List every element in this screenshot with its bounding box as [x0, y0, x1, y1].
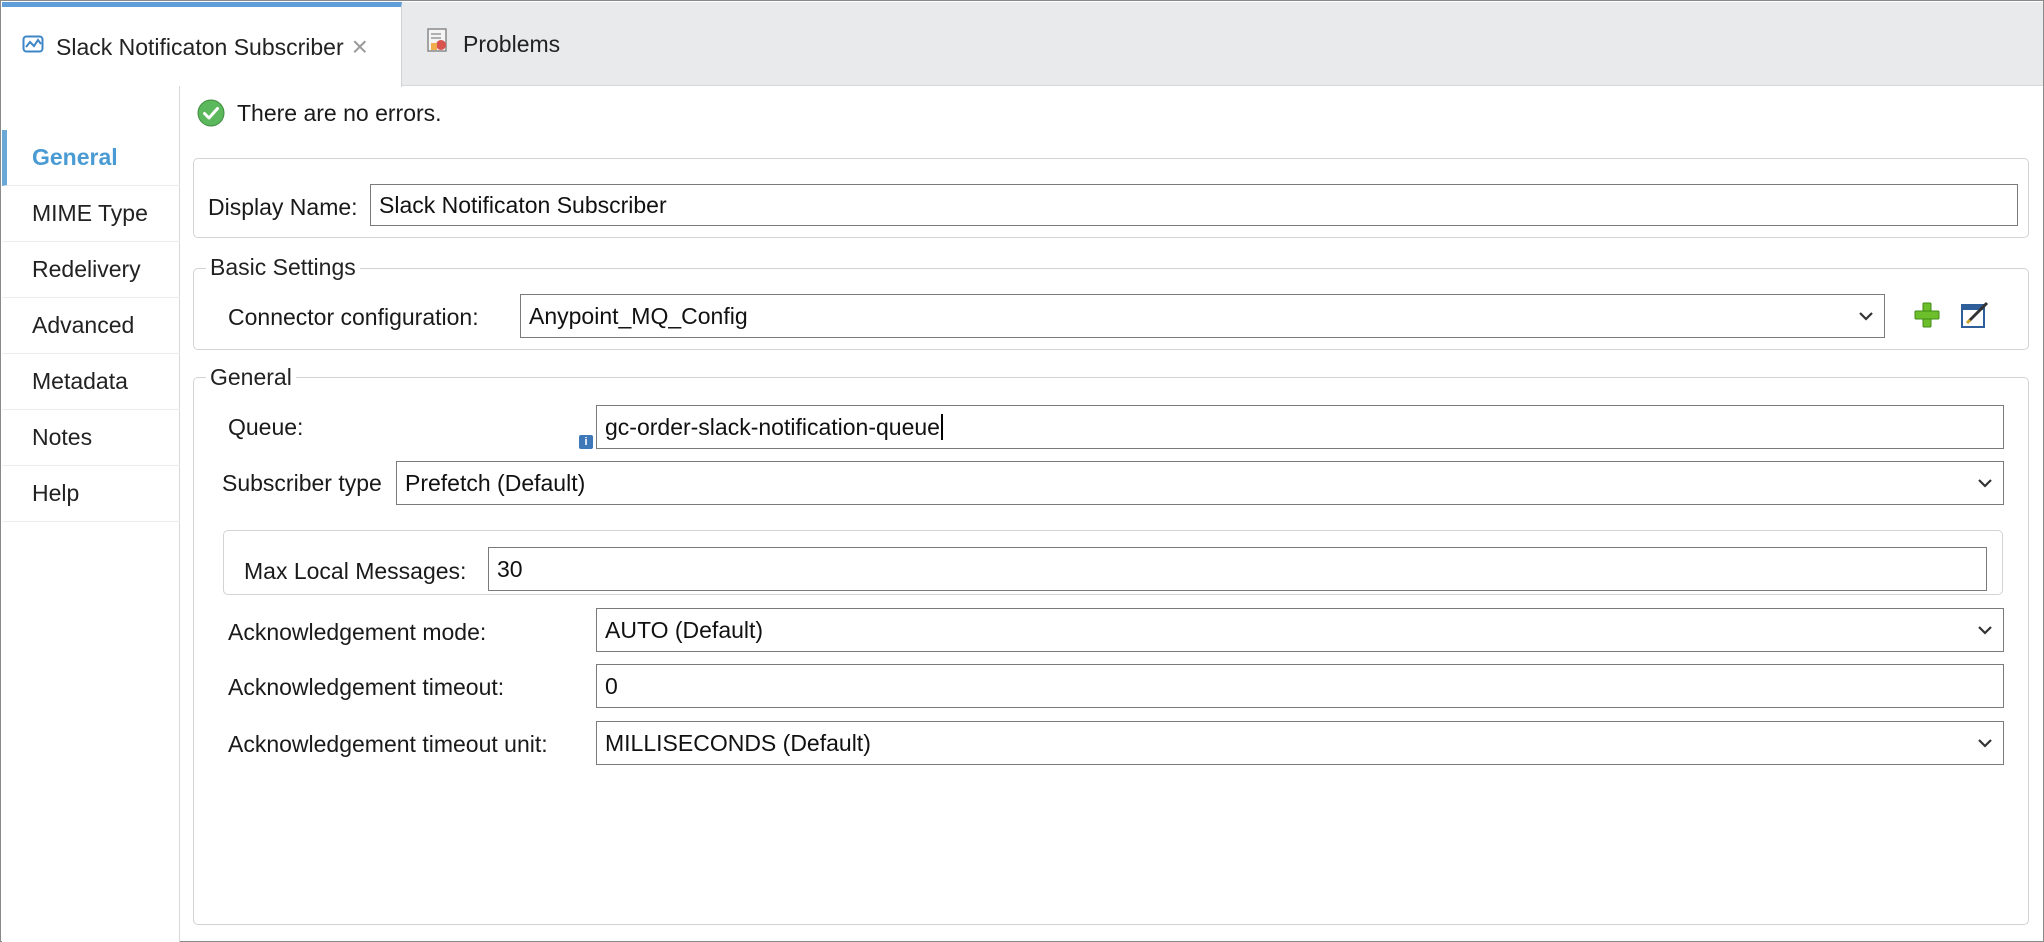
ack-timeout-unit-select[interactable]: MILLISECONDS (Default): [596, 721, 2004, 765]
connector-config-select[interactable]: Anypoint_MQ_Config: [520, 294, 1885, 338]
queue-value: gc-order-slack-notification-queue: [605, 413, 940, 440]
nav-item-mime-type[interactable]: MIME Type: [2, 186, 180, 242]
ack-timeout-unit-value: MILLISECONDS (Default): [605, 729, 871, 756]
display-name-label: Display Name:: [208, 194, 358, 220]
queue-input[interactable]: gc-order-slack-notification-queue: [596, 405, 2004, 449]
display-name-input[interactable]: Slack Notificaton Subscriber: [370, 184, 2018, 226]
tab-slack-notification-subscriber[interactable]: Slack Notificaton Subscriber ×: [2, 2, 402, 87]
validation-status: There are no errors.: [197, 99, 442, 127]
nav-item-advanced[interactable]: Advanced: [2, 298, 180, 354]
connector-config-label: Connector configuration:: [228, 304, 479, 330]
add-icon[interactable]: [1911, 299, 1943, 331]
nav-item-redelivery[interactable]: Redelivery: [2, 242, 180, 298]
ack-timeout-label: Acknowledgement timeout:: [228, 674, 505, 700]
ack-mode-label: Acknowledgement mode:: [228, 619, 487, 645]
chevron-down-icon: [1978, 479, 1992, 488]
ack-timeout-unit-label: Acknowledgement timeout unit:: [228, 731, 548, 757]
close-icon[interactable]: ×: [351, 31, 368, 62]
chevron-down-icon: [1978, 739, 1992, 748]
tab-label: Problems: [463, 30, 561, 57]
text-cursor: [940, 414, 943, 440]
subscriber-type-label: Subscriber type: [222, 470, 382, 496]
nav-item-help[interactable]: Help: [2, 466, 180, 522]
ack-timeout-input[interactable]: 0: [596, 664, 2004, 708]
max-local-messages-input[interactable]: 30: [488, 547, 1987, 591]
nav-item-notes[interactable]: Notes: [2, 410, 180, 466]
connector-config-value: Anypoint_MQ_Config: [529, 302, 748, 329]
ack-mode-value: AUTO (Default): [605, 616, 764, 643]
basic-settings-legend: Basic Settings: [206, 254, 360, 281]
sidebar-nav: General MIME Type Redelivery Advanced Me…: [2, 86, 180, 942]
edit-icon[interactable]: [1959, 299, 1991, 331]
flow-component-icon: [22, 33, 44, 61]
status-message: There are no errors.: [237, 99, 442, 126]
check-circle-icon: [197, 99, 225, 127]
info-icon: i: [579, 435, 593, 449]
nav-item-general[interactable]: General: [2, 130, 180, 186]
chevron-down-icon: [1859, 312, 1873, 321]
problems-icon: [427, 28, 451, 60]
ack-mode-select[interactable]: AUTO (Default): [596, 608, 2004, 652]
nav-item-metadata[interactable]: Metadata: [2, 354, 180, 410]
general-legend: General: [206, 364, 296, 391]
tab-problems[interactable]: Problems: [403, 2, 603, 86]
subscriber-type-value: Prefetch (Default): [405, 469, 586, 496]
tab-bar: Slack Notificaton Subscriber × Problems: [2, 2, 2043, 87]
tab-label: Slack Notificaton Subscriber: [56, 33, 344, 60]
subscriber-type-select[interactable]: Prefetch (Default): [396, 461, 2004, 505]
queue-label: Queue:: [228, 414, 304, 440]
chevron-down-icon: [1978, 626, 1992, 635]
max-local-messages-label: Max Local Messages:: [244, 558, 467, 584]
